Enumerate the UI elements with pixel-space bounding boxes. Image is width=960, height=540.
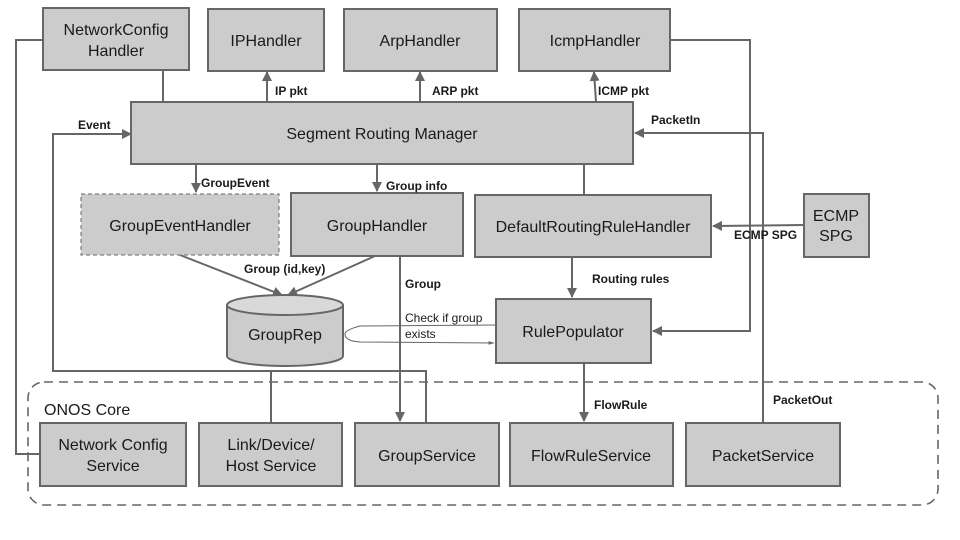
link-device-host-service-node: Link/Device/ Host Service <box>198 422 343 487</box>
svg-text:PacketService: PacketService <box>712 448 814 465</box>
group-id-key-label: Group (id,key) <box>244 262 325 276</box>
group-handler-node: GroupHandler <box>290 192 464 257</box>
ip-pkt-label: IP pkt <box>275 84 307 98</box>
ecmp-spg-node: ECMP SPG <box>803 193 870 258</box>
svg-text:GroupRep: GroupRep <box>248 327 322 344</box>
edge-icmp-to-rulepopulator <box>652 39 751 336</box>
default-routing-rule-handler-node: DefaultRoutingRuleHandler <box>474 194 712 258</box>
svg-text:Host Service: Host Service <box>226 458 317 475</box>
network-config-handler-node: NetworkConfig Handler <box>42 7 190 71</box>
network-config-service-node: Network Config Service <box>39 422 187 487</box>
edge-icmp-pkt <box>589 71 600 103</box>
svg-text:Segment Routing Manager: Segment Routing Manager <box>286 126 478 143</box>
packet-in-label: PacketIn <box>651 113 700 127</box>
svg-text:RulePopulator: RulePopulator <box>522 324 624 341</box>
edge-packet-in <box>634 128 764 423</box>
svg-text:GroupHandler: GroupHandler <box>327 218 428 235</box>
flow-rule-service-node: FlowRuleService <box>509 422 674 487</box>
svg-text:Handler: Handler <box>88 43 145 60</box>
group-service-node: GroupService <box>354 422 500 487</box>
svg-text:NetworkConfig: NetworkConfig <box>64 22 169 39</box>
svg-text:GroupEventHandler: GroupEventHandler <box>109 218 251 235</box>
svg-text:GroupService: GroupService <box>378 448 476 465</box>
edge-geh-to-grouprep <box>179 254 283 297</box>
svg-text:SPG: SPG <box>819 228 853 245</box>
group-event-label: GroupEvent <box>201 176 270 190</box>
arp-handler-node: ArpHandler <box>343 8 498 72</box>
group-event-handler-node: GroupEventHandler <box>80 193 280 256</box>
edge-check-group-exists <box>344 324 497 345</box>
edge-event <box>52 129 427 423</box>
svg-text:IcmpHandler: IcmpHandler <box>550 33 641 50</box>
event-label: Event <box>78 118 111 132</box>
packet-out-label: PacketOut <box>773 393 832 407</box>
onos-core-container: ONOS Core <box>27 381 939 506</box>
svg-text:Link/Device/: Link/Device/ <box>227 437 315 454</box>
edge-ecmp-spg <box>712 220 805 231</box>
group-rep-database: GroupRep <box>226 294 344 367</box>
group-label: Group <box>405 277 441 291</box>
flow-rule-label: FlowRule <box>594 398 648 412</box>
rule-populator-node: RulePopulator <box>495 298 652 364</box>
svg-text:ECMP: ECMP <box>813 208 859 225</box>
svg-text:Service: Service <box>86 458 139 475</box>
icmp-handler-node: IcmpHandler <box>518 8 671 72</box>
edge-gh-to-grouprep <box>287 255 376 296</box>
ip-handler-node: IPHandler <box>207 8 325 72</box>
edge-networkconfig-handler-to-service <box>15 39 43 455</box>
svg-text:FlowRuleService: FlowRuleService <box>531 448 651 465</box>
svg-text:DefaultRoutingRuleHandler: DefaultRoutingRuleHandler <box>496 219 691 236</box>
packet-service-node: PacketService <box>685 422 841 487</box>
arp-pkt-label: ARP pkt <box>432 84 478 98</box>
onos-core-label: ONOS Core <box>44 402 130 419</box>
ecmp-spg-label: ECMP SPG <box>734 228 797 242</box>
svg-text:ArpHandler: ArpHandler <box>380 33 462 50</box>
icmp-pkt-label: ICMP pkt <box>598 84 649 98</box>
svg-text:IPHandler: IPHandler <box>230 33 302 50</box>
group-info-label: Group info <box>386 179 447 193</box>
check-group-exists-label-line2: exists <box>405 327 436 341</box>
check-group-exists-label-line1: Check if group <box>405 311 483 325</box>
svg-text:Network Config: Network Config <box>58 437 167 454</box>
routing-rules-label: Routing rules <box>592 272 670 286</box>
segment-routing-manager-node: Segment Routing Manager <box>130 101 634 165</box>
